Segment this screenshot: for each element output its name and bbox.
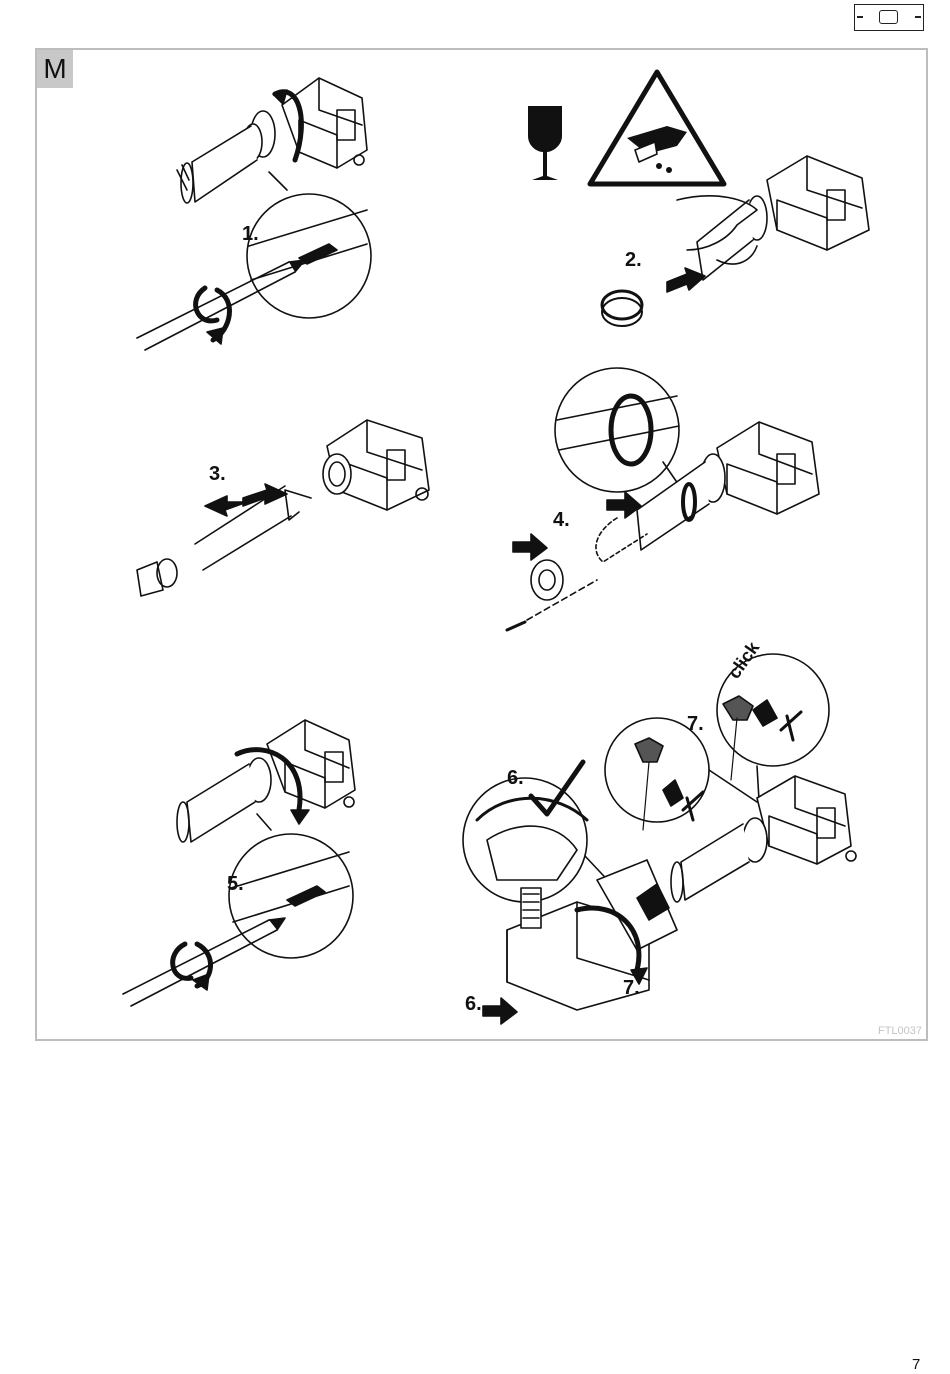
document-reference: FTL0037 xyxy=(878,1025,922,1037)
hand-warning-triangle-icon xyxy=(590,72,724,184)
step-2-label: 2. xyxy=(625,249,642,271)
tab-dash-left xyxy=(857,16,863,18)
panel-step-6-7: 6. 6. 7. 7. click xyxy=(463,637,856,1024)
step-1-label: 1. xyxy=(242,223,259,245)
step-6-label-bottom: 6. xyxy=(465,993,482,1015)
step-7-label-bottom: 7. xyxy=(623,977,640,999)
page-number: 7 xyxy=(912,1356,920,1373)
step-3-label: 3. xyxy=(209,463,226,485)
tab-box xyxy=(879,10,898,24)
step-7-label-top: 7. xyxy=(687,713,704,735)
illustration-frame: M xyxy=(35,48,928,1041)
panel-step-4: 4. xyxy=(507,368,819,630)
step-4-label: 4. xyxy=(553,509,570,531)
fragile-glass-icon xyxy=(528,106,562,180)
assembly-illustrations: 1. xyxy=(37,50,926,1039)
step-6-label-top: 6. xyxy=(507,767,524,789)
step-5-label: 5. xyxy=(227,873,244,895)
device-tab-icon xyxy=(854,4,924,31)
panel-step-3: 3. xyxy=(137,420,429,596)
panel-step-2: 2. xyxy=(528,72,869,326)
panel-step-1: 1. xyxy=(137,78,371,350)
tab-dash-right xyxy=(915,16,921,18)
panel-step-5: 5. xyxy=(123,720,355,1006)
